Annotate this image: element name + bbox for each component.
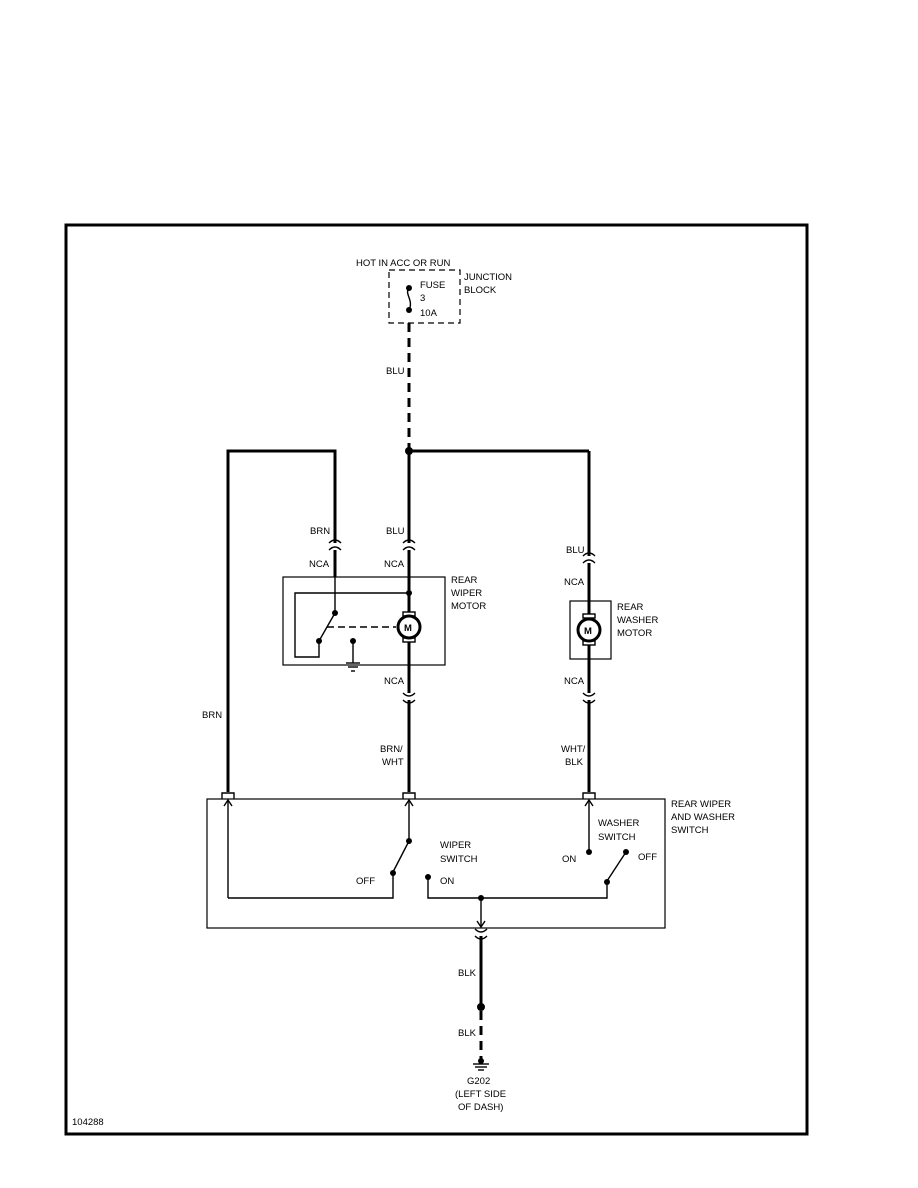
wire-label-wht-blk-2: BLK <box>565 757 584 768</box>
wire-label-blu-main: BLU <box>386 366 405 377</box>
rear-wiper-motor-box <box>282 576 446 666</box>
junction-block-label-2: BLOCK <box>464 285 497 296</box>
fuse-icon <box>406 285 412 313</box>
ground-location: (LEFT SIDE <box>455 1089 506 1100</box>
wire-label-brn-left: BRN <box>202 710 222 721</box>
brn-wire-loop <box>226 449 337 792</box>
wire-label-blu-washer: BLU <box>566 545 585 556</box>
ground-icon <box>473 1058 489 1071</box>
wiper-switch-icon <box>390 838 431 880</box>
wiper-switch-label-2: SWITCH <box>440 854 478 865</box>
fuse-rating: 10A <box>420 308 438 319</box>
connector-icon <box>582 792 596 799</box>
figure-id: 104288 <box>72 1117 104 1128</box>
washer-off-label: OFF <box>638 852 657 863</box>
washer-motor-icon <box>576 613 602 646</box>
connector-icon <box>402 539 416 551</box>
ground-label: G202 <box>467 1076 490 1087</box>
diagram-frame <box>64 223 809 1136</box>
ground-bus-wire <box>427 877 608 899</box>
junction-block <box>388 269 461 324</box>
connector-label-nca: NCA <box>384 676 405 687</box>
switch-assembly-box <box>206 798 666 929</box>
wire-label-wht-blk: WHT/ <box>561 744 586 755</box>
wiper-motor-icon <box>396 611 422 643</box>
arrow-icon <box>223 798 233 807</box>
wire-label-brn-wht-2: WHT <box>382 757 404 768</box>
washer-switch-icon <box>586 849 629 885</box>
connector-icon <box>221 792 235 799</box>
rear-washer-motor-label: REAR <box>617 602 644 613</box>
fuse-label: FUSE <box>420 280 445 291</box>
rear-wiper-motor-label: REAR <box>451 575 478 586</box>
washer-on-label: ON <box>562 854 576 865</box>
switch-assembly-label: REAR WIPER <box>671 799 731 810</box>
arrow-icon <box>404 798 414 807</box>
rear-wiper-motor-label-3: MOTOR <box>451 601 486 612</box>
rear-wiper-motor-label-2: WIPER <box>451 588 482 599</box>
wiper-off-label: OFF <box>356 876 375 887</box>
connector-icon <box>402 792 416 799</box>
wire-label-brn-wht: BRN/ <box>380 744 403 755</box>
arrow-icon <box>584 798 594 807</box>
wire-label-blk: BLK <box>458 968 477 979</box>
connector-label-nca: NCA <box>309 559 330 570</box>
washer-switch-label: WASHER <box>598 818 639 829</box>
brn-internal-wire <box>228 874 394 899</box>
power-source-label: HOT IN ACC OR RUN <box>356 258 450 269</box>
park-switch-icon <box>294 577 412 672</box>
wire-label-blu-wiper: BLU <box>386 526 405 537</box>
wiper-on-label: ON <box>440 876 454 887</box>
ground-location-2: OF DASH) <box>458 1102 503 1113</box>
connector-icon <box>582 552 596 564</box>
wire-label-brn-wiper: BRN <box>310 526 330 537</box>
washer-motor-symbol: M <box>584 626 592 637</box>
wiper-switch-label: WIPER <box>440 840 471 851</box>
washer-switch-label-2: SWITCH <box>598 832 636 843</box>
wire-label-blk: BLK <box>458 1028 477 1039</box>
wiper-motor-symbol: M <box>404 623 412 634</box>
connector-icon <box>328 539 342 551</box>
arrow-icon <box>476 920 486 929</box>
switch-assembly-label-3: SWITCH <box>671 825 709 836</box>
switch-assembly-label-2: AND WASHER <box>671 812 735 823</box>
rear-washer-motor-label-3: MOTOR <box>617 628 652 639</box>
rear-washer-motor-label-2: WASHER <box>617 615 658 626</box>
fuse-number: 3 <box>420 293 425 304</box>
splice-dot <box>477 1003 485 1011</box>
junction-block-label: JUNCTION <box>464 272 512 283</box>
connector-label-nca: NCA <box>564 676 585 687</box>
connector-label-nca: NCA <box>384 559 405 570</box>
connector-label-nca: NCA <box>564 577 585 588</box>
